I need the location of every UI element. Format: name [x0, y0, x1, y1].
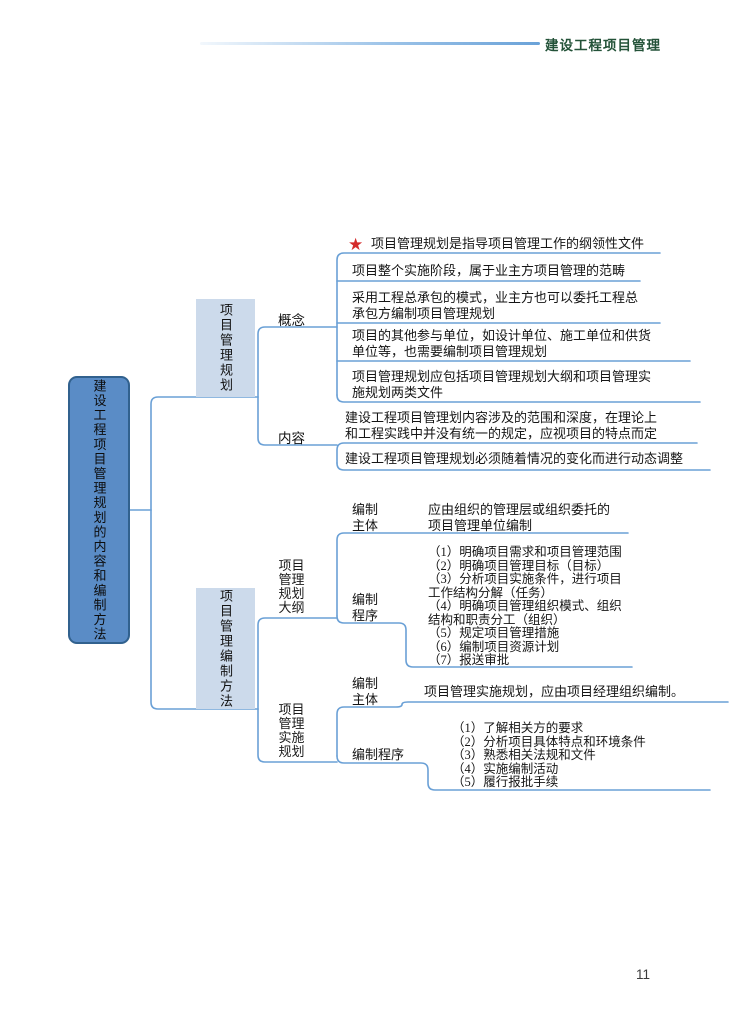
leaf-epc-mode: 采用工程总承包的模式，业主方也可以委托工程总 承包方编制项目管理规划 [352, 290, 639, 321]
label-concept: 概念 [278, 313, 305, 328]
line-outline-procedure [336, 615, 633, 668]
leafline-7 [336, 462, 711, 471]
connector-outline-line [257, 617, 338, 710]
leaf-owner-scope: 项目整个实施阶段，属于业主方项目管理的范畴 [352, 263, 626, 278]
connector-branch1-line [150, 396, 259, 511]
label-impl-procedure: 编制程序 [352, 747, 405, 762]
leaf-scope-depth: 建设工程项目管理划内容涉及的范围和深度，在理论上 和工程实践中并没有统一的规定，… [345, 410, 658, 441]
label-impl-subject: 编制 主体 [352, 676, 379, 707]
connector-impl-line [257, 708, 338, 763]
connector-branch2-line [150, 509, 259, 710]
leafline-6 [336, 442, 698, 464]
list-impl-procedure: （1）了解相关方的要求 （2）分析项目具体特点和环境条件 （3）熟悉相关法规和文… [452, 721, 646, 789]
line-impl-subject [336, 701, 729, 757]
text-outline-subject: 应由组织的管理层或组织委托的 项目管理单位编制 [428, 502, 611, 533]
branch-node-planning: 项目管理规划 [196, 299, 255, 397]
leafline-1 [336, 252, 661, 396]
label-outline-procedure: 编制 程序 [352, 592, 379, 623]
connector-concept-line [257, 326, 338, 398]
header-rule [200, 42, 540, 45]
list-outline-procedure: （1）明确项目需求和项目管理范围 （2）明确项目管理目标（目标） （3）分析项目… [428, 545, 622, 667]
label-outline-subject: 编制 主体 [352, 502, 379, 533]
label-content: 内容 [278, 431, 305, 446]
star-icon: ★ [348, 235, 364, 254]
branch-node-method: 项目管理编制方法 [196, 588, 255, 709]
leaf-other-parties: 项目的其他参与单位，如设计单位、施工单位和供货 单位等，也需要编制项目管理规划 [352, 328, 652, 359]
leaf-two-documents: 项目管理规划应包括项目管理规划大纲和项目管理实 施规划两类文件 [352, 369, 652, 400]
leaf-guiding-document: 项目管理规划是指导项目管理工作的纲领性文件 [371, 236, 645, 251]
leaf-dynamic-adjust: 建设工程项目管理规划必须随着情况的变化而进行动态调整 [345, 451, 684, 466]
text-impl-subject: 项目管理实施规划，应由项目经理组织编制。 [424, 684, 685, 699]
leafline-5 [336, 394, 701, 403]
line-impl-procedure [336, 755, 711, 791]
page-title: 建设工程项目管理 [545, 38, 661, 53]
page-number: 11 [636, 967, 651, 982]
line-outline-subject [336, 532, 629, 617]
connector-content-line [257, 396, 338, 446]
root-node: 建设工程项目管理规划的内容和编制方法 [68, 376, 130, 644]
label-impl-node: 项目管理实施规划 [278, 702, 305, 759]
label-outline-node: 项目管理规划大纲 [278, 558, 305, 615]
